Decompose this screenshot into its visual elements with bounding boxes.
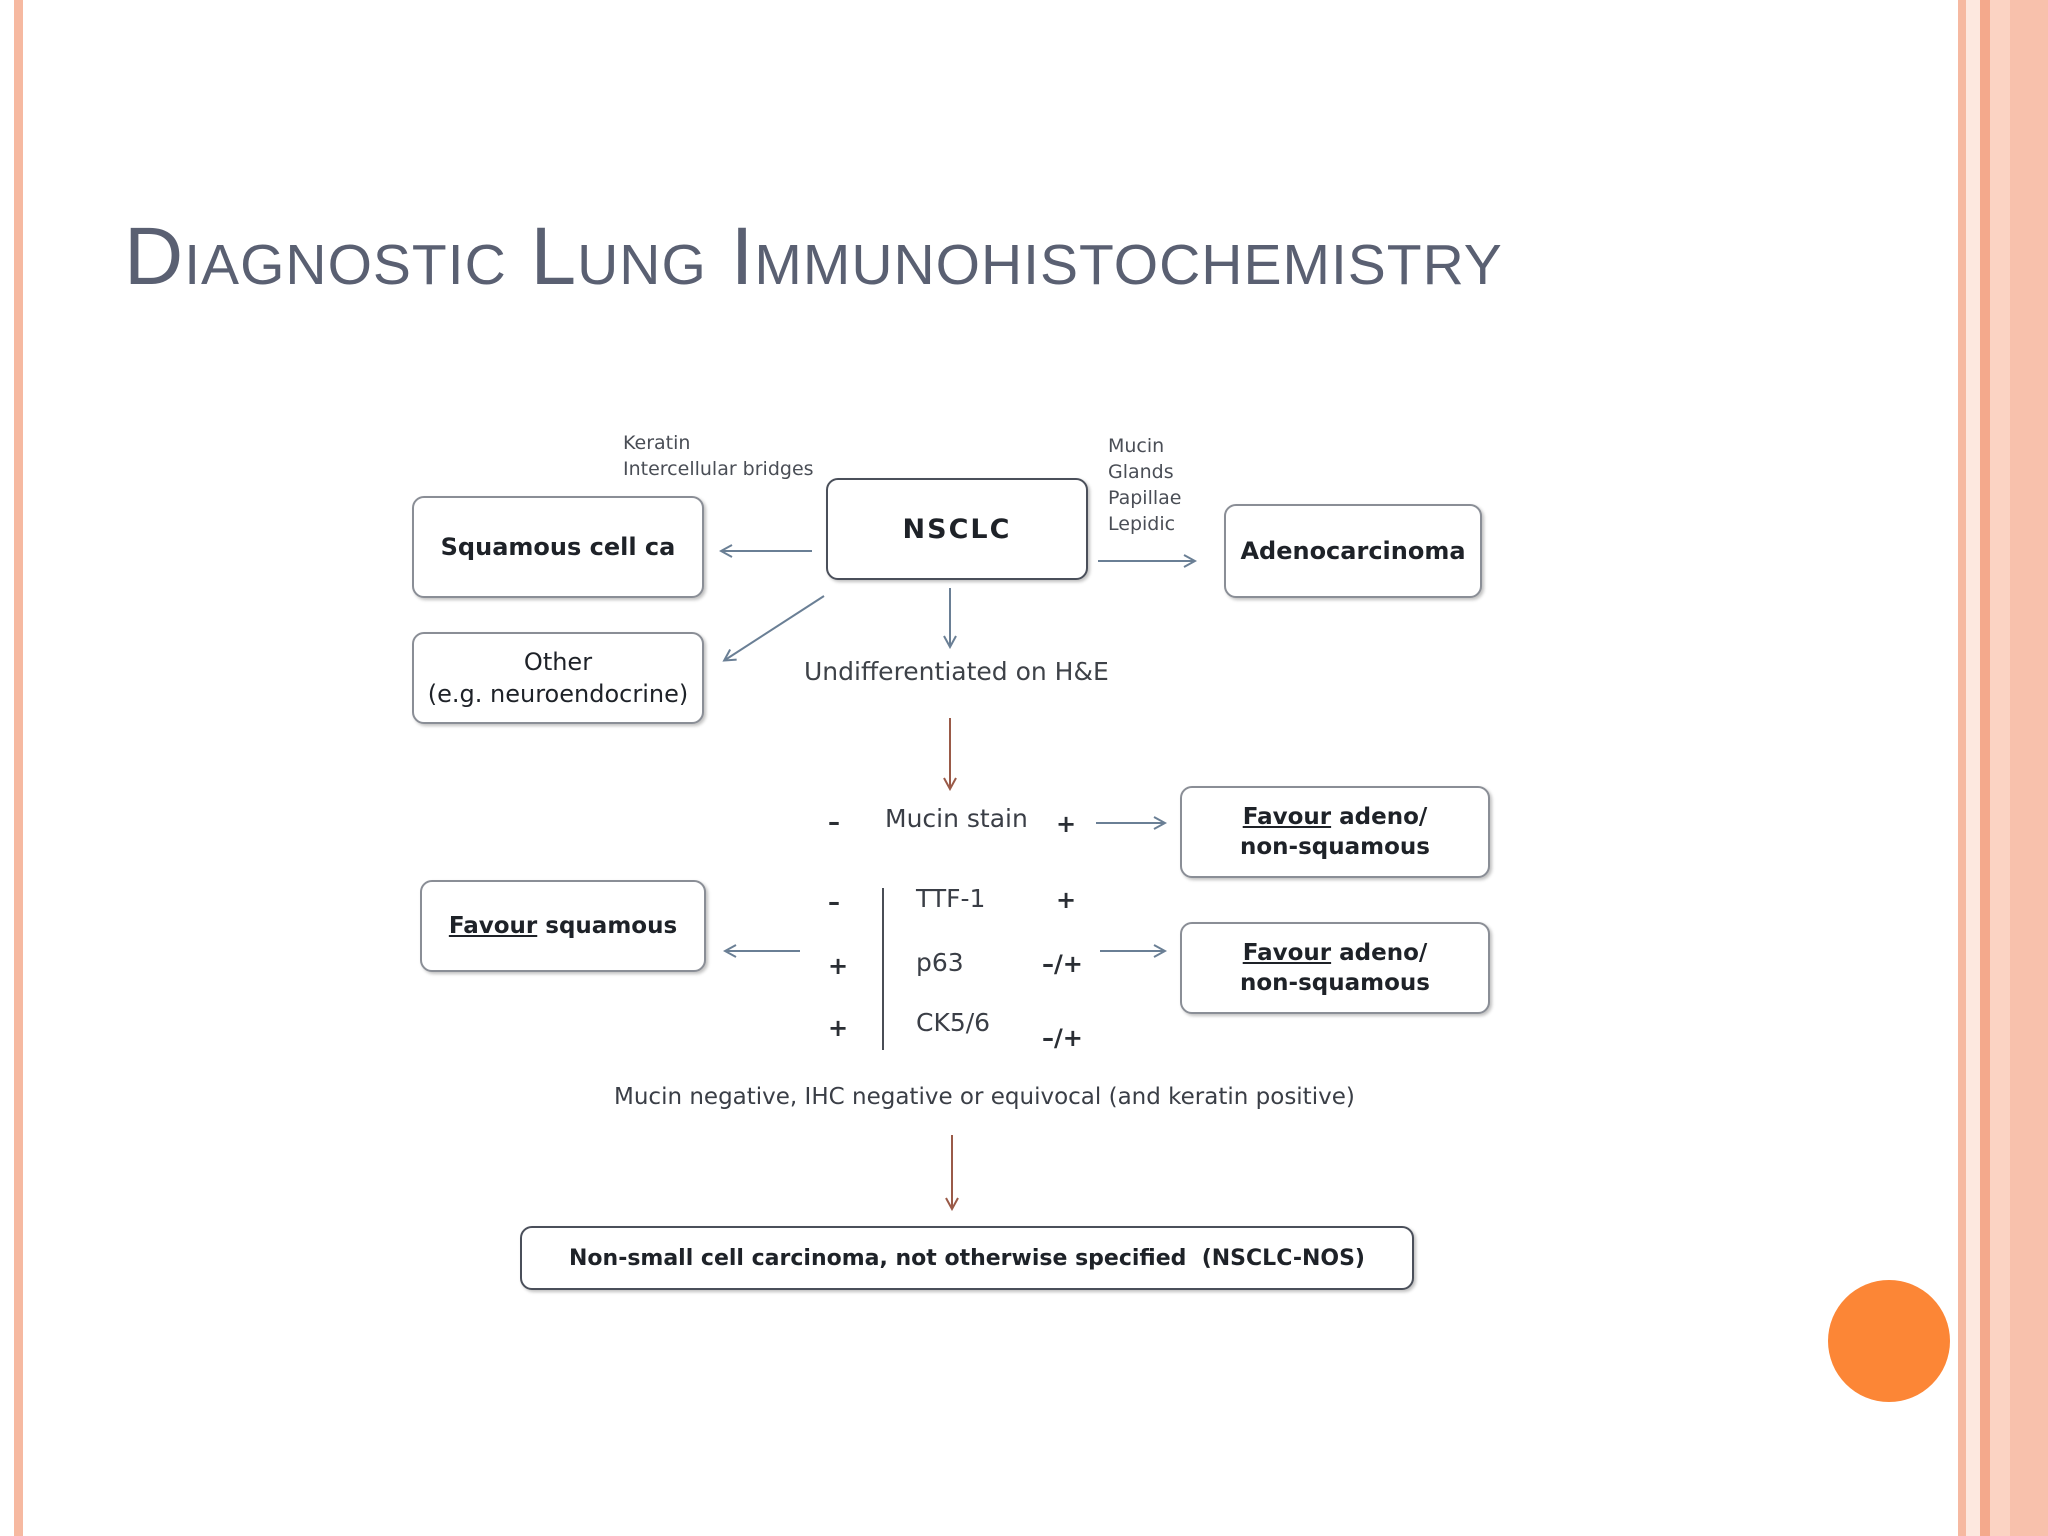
p63-right: –/+ bbox=[1042, 950, 1083, 978]
p63-label: p63 bbox=[916, 948, 964, 977]
favour-adeno-box-1: Favour adeno/ non-squamous bbox=[1180, 786, 1490, 878]
ttf1-left: – bbox=[828, 888, 840, 916]
ttf1-label: TTF-1 bbox=[916, 884, 986, 913]
other-example: (e.g. neuroendocrine) bbox=[427, 680, 689, 708]
right-border-stripe bbox=[1980, 0, 1990, 1536]
diagnostic-flowchart: Keratin Intercellular bridges Mucin Glan… bbox=[380, 400, 1520, 1320]
ck56-left: + bbox=[828, 1014, 849, 1042]
adenocarcinoma-box: Adenocarcinoma bbox=[1224, 504, 1482, 598]
nsclc-box: NSCLC bbox=[826, 478, 1088, 580]
undifferentiated-label: Undifferentiated on H&E bbox=[804, 657, 1109, 686]
right-border-band bbox=[1990, 0, 2010, 1536]
p63-left: + bbox=[828, 952, 849, 980]
ck56-label: CK5/6 bbox=[916, 1008, 991, 1037]
ttf1-right: + bbox=[1056, 886, 1077, 914]
favour-adeno-box-2: Favour adeno/ non-squamous bbox=[1180, 922, 1490, 1014]
right-border-stripe bbox=[1958, 0, 1966, 1536]
right-border-band bbox=[1966, 0, 1980, 1536]
flowchart-arrows bbox=[380, 400, 1520, 1320]
mucin-stain-label: Mucin stain bbox=[885, 804, 1028, 833]
nsclc-nos-box: Non-small cell carcinoma, not otherwise … bbox=[520, 1226, 1414, 1290]
favour-squamous-box: Favour squamous bbox=[420, 880, 706, 972]
slide-title: Diagnostic Lung Immunohistochemistry bbox=[124, 211, 1503, 302]
adeno-features: Mucin Glands Papillae Lepidic bbox=[1108, 435, 1182, 535]
arrow-to-other bbox=[725, 595, 825, 660]
squamous-features: Keratin Intercellular bridges bbox=[623, 432, 814, 480]
squamous-box: Squamous cell ca bbox=[412, 496, 704, 598]
left-border-stripe bbox=[14, 0, 23, 1536]
orange-circle-decoration bbox=[1828, 1280, 1950, 1402]
mucin-negative-label: Mucin negative, IHC negative or equivoca… bbox=[614, 1084, 1355, 1110]
mucin-neg: – bbox=[828, 808, 840, 836]
right-border-band bbox=[2010, 0, 2048, 1536]
other-box: Other (e.g. neuroendocrine) bbox=[412, 632, 704, 724]
other-label: Other bbox=[523, 648, 593, 676]
ck56-right: –/+ bbox=[1042, 1024, 1083, 1052]
mucin-pos: + bbox=[1056, 810, 1077, 838]
